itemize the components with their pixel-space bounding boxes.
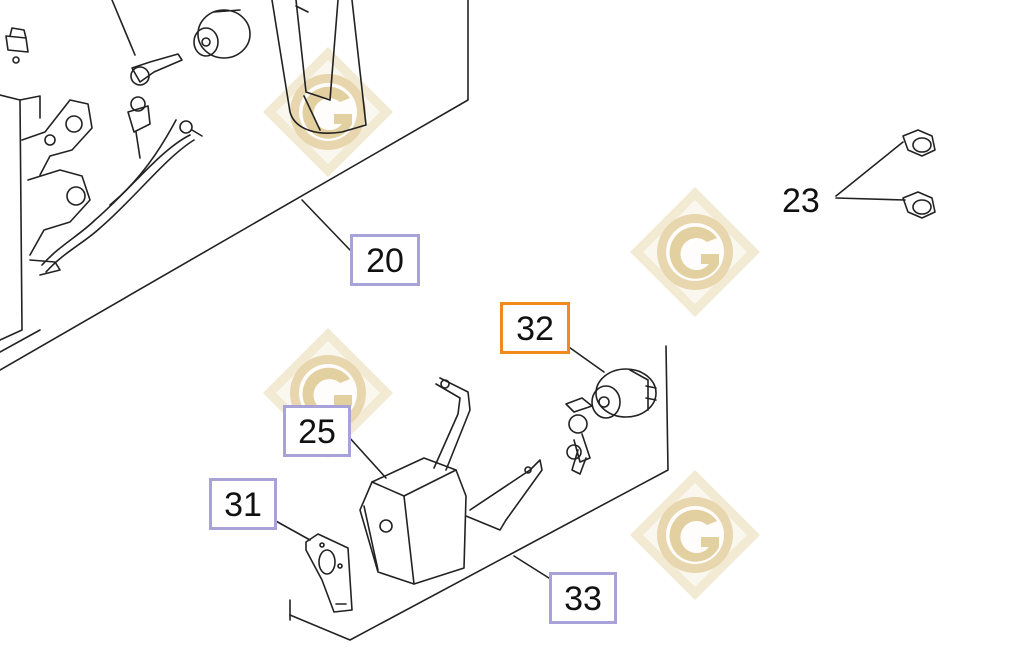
g-diamond-logo-icon (630, 470, 760, 600)
callout-20[interactable]: 20 (350, 234, 420, 286)
bolt-pair-23 (835, 129, 936, 219)
housing-cover-25 (347, 377, 543, 585)
callout-33[interactable]: 33 (549, 572, 617, 624)
callout-23[interactable]: 23 (782, 182, 820, 220)
panel-assembly-20 (0, 0, 469, 371)
ignition-switch-32 (565, 344, 657, 475)
gasket-plate-31 (273, 519, 353, 613)
g-diamond-logo-icon (630, 187, 760, 317)
callout-25[interactable]: 25 (283, 405, 351, 457)
callout-32-highlighted[interactable]: 32 (500, 302, 570, 354)
callout-31[interactable]: 31 (209, 478, 277, 530)
